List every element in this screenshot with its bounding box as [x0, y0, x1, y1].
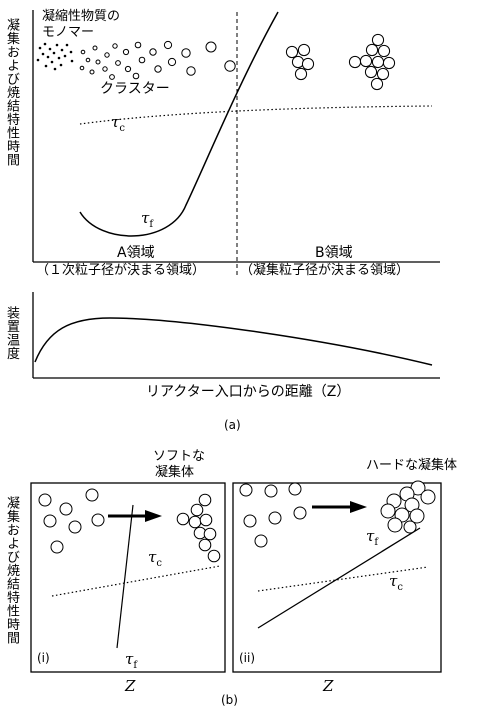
top-y-axis-label: 凝集および焼結特性時間	[4, 18, 19, 167]
monomer-dots	[36, 42, 74, 71]
tau-f-sub: f	[149, 219, 154, 230]
panel-i-tau-f-label: τf	[125, 652, 137, 671]
panel-ii-tau-f-sub: f	[374, 537, 379, 548]
temp-y-axis-label: 装置温度	[4, 306, 19, 360]
tau-f-line-i	[116, 504, 134, 649]
tau-c-curve	[79, 105, 433, 125]
region-b-title: B領域	[315, 245, 353, 261]
tau-c-label: τc	[111, 115, 125, 134]
tau-c-line-ii	[257, 566, 429, 592]
top-plot	[32, 10, 440, 278]
panel-ii-tau-c-label: τc	[389, 574, 403, 593]
panel-ii-tau-c-sub: c	[397, 582, 403, 593]
panel-ii-x-axis-label: Z	[323, 677, 334, 695]
panel-ii-tau-c-symbol: τ	[389, 572, 398, 590]
aggregate-1	[285, 43, 315, 81]
bottom-y-axis-label: 凝集および焼結特性時間	[4, 496, 19, 645]
panel-i-tau-c-label: τc	[148, 550, 162, 569]
panel-ii	[232, 480, 442, 673]
region-a-title: A領域	[117, 245, 155, 261]
panel-i-title-line1: ソフトな	[153, 449, 206, 464]
panel-ii-label: (ii)	[239, 651, 256, 665]
monomer-label: 凝縮性物質の モノマー	[42, 9, 121, 40]
caption-b: (b)	[221, 693, 238, 707]
panel-i-tau-f-symbol: τ	[125, 650, 134, 668]
cluster-label: クラスター	[100, 81, 170, 97]
tau-f-label: τf	[141, 211, 153, 230]
panel-i-tau-c-symbol: τ	[148, 548, 157, 566]
tau-f-curve	[79, 11, 279, 237]
panel-i-label: (i)	[37, 651, 50, 665]
tau-c-line-i	[51, 565, 221, 597]
temperature-curve	[34, 317, 433, 366]
panel-i-x-axis-label: Z	[125, 677, 136, 695]
panel-i	[30, 482, 226, 673]
panel-ii-tau-f-symbol: τ	[366, 527, 375, 545]
panel-ii-tau-f-label: τf	[366, 529, 378, 548]
tau-f-line-ii	[257, 527, 421, 629]
soft-aggregate	[176, 493, 221, 563]
panel-i-title-line2: 凝集体	[155, 465, 195, 480]
temp-plot	[32, 292, 440, 379]
panel-i-frame	[30, 482, 226, 673]
temp-x-axis-label: リアクター入口からの距離（Z）	[146, 384, 351, 400]
hard-aggregate	[380, 480, 436, 534]
panel-i-tau-c-sub: c	[156, 558, 162, 569]
caption-a: (a)	[224, 418, 241, 432]
tau-c-sub: c	[119, 123, 125, 134]
panel-ii-title: ハードな凝集体	[366, 458, 458, 473]
cluster-particles	[79, 40, 236, 80]
panel-ii-frame	[232, 482, 442, 673]
aggregate-2	[348, 33, 396, 91]
region-a-desc: （１次粒子径が決まる領域）	[36, 263, 206, 278]
panel-i-tau-f-sub: f	[133, 660, 138, 671]
region-b-desc: （凝集粒子径が決まる領域）	[240, 263, 410, 278]
tau-f-symbol: τ	[141, 209, 150, 227]
tau-c-symbol: τ	[111, 113, 120, 131]
